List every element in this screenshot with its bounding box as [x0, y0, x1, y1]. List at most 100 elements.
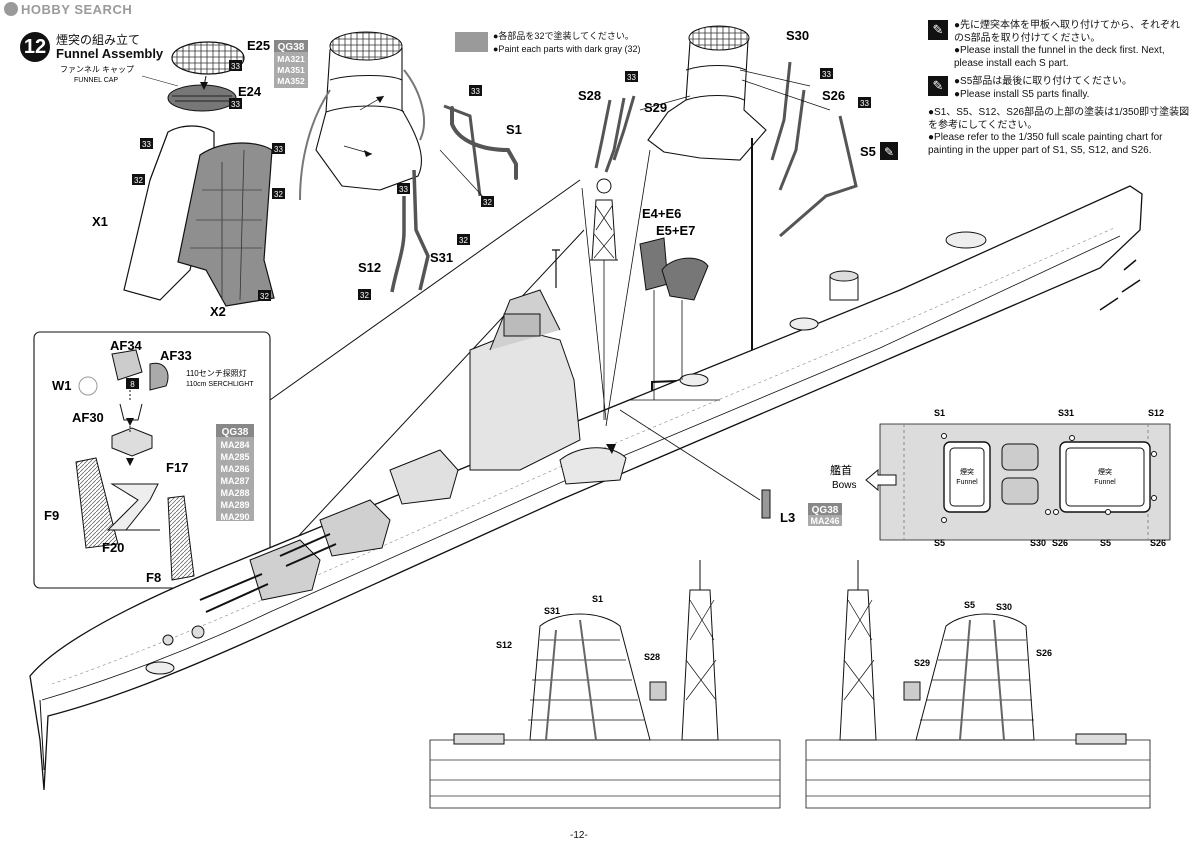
code: MA288: [220, 488, 249, 498]
funnel-pipes-view-left: [299, 31, 518, 293]
part-label-af30: AF30: [72, 410, 104, 425]
funnel-cap-e25: [171, 41, 245, 75]
paint-code-boxes-left: 33 33 33 33 32 32 32: [132, 60, 285, 301]
pipe-labels-right: S30 S28 S29 S26 S5 ✎ 33 33 33: [578, 28, 898, 160]
searchlight-lens-w1: [78, 376, 98, 396]
plan-funnel-en-1: Funnel: [956, 479, 978, 486]
searchlight-af30: [119, 403, 143, 421]
paint-code: 33: [822, 70, 831, 79]
plate-e4-e6: [639, 237, 669, 291]
paint-code: 8: [130, 380, 135, 389]
note-3-jp: ●S1、S5、S12、S26部品の上部の塗装は1/350即寸塗装図を参考にしてく…: [928, 107, 1190, 131]
paint-brush-icon: ✎: [928, 20, 948, 40]
funnel-exploded-view: [123, 41, 275, 307]
code: MA286: [220, 464, 249, 474]
e25-code-stack: QG38 MA321 MA351 MA352: [274, 40, 308, 88]
paint-code: 33: [627, 73, 636, 82]
paint-code: 33: [142, 140, 151, 149]
paint-brush-icon: ✎: [928, 76, 948, 96]
pipe-s1: [450, 106, 518, 180]
paint-code: 33: [860, 99, 869, 108]
code: MA287: [220, 476, 249, 486]
part-label-x1: X1: [92, 214, 108, 229]
searchlight-af33: [149, 362, 169, 391]
step-title-jp: 煙突の組み立て: [56, 33, 141, 47]
platform-f17: [111, 427, 153, 457]
funnel-opening-forward: [943, 441, 991, 513]
note-1-en: ●Please install the funnel in the deck f…: [954, 45, 1165, 69]
searchlight-en: 110cm SERCHLIGHT: [186, 381, 254, 388]
tower-frame-f8: [167, 495, 195, 581]
pipe-labels-left: S1 S12 S31 33 32 33 32 32: [358, 85, 522, 300]
side-right-s26: S26: [1036, 648, 1052, 658]
plan-label-s1: S1: [934, 408, 945, 418]
code: MA321: [277, 54, 305, 64]
plate-e5-e7: [661, 257, 709, 301]
side-left-s12: S12: [496, 640, 512, 650]
paint-code: 33: [231, 100, 240, 109]
funnel-half-x2: [177, 142, 275, 307]
note-2: ✎ ●S5部品は最後に取り付けてください。 ●Please install S5…: [928, 76, 1190, 101]
side-left-s28: S28: [644, 652, 660, 662]
plan-funnel-en-2: Funnel: [1094, 479, 1116, 486]
code: MA289: [220, 500, 249, 510]
paint-code: 33: [471, 87, 480, 96]
side-right-s30: S30: [996, 602, 1012, 612]
note-1-jp: ●先に煙突本体を甲板へ取り付けてから、それぞれのS部品を取り付けてください。: [954, 20, 1181, 44]
pipe-s12: [390, 196, 406, 293]
part-label-af33: AF33: [160, 348, 192, 363]
side-left-s1: S1: [592, 594, 603, 604]
code: QG38: [222, 427, 249, 438]
paint-code: 32: [134, 176, 143, 185]
step-header: 12 煙突の組み立て Funnel Assembly: [20, 32, 163, 62]
part-label-w1: W1: [52, 378, 72, 393]
bows-arrow-icon: [865, 468, 897, 492]
side-left-s31: S31: [544, 606, 560, 616]
paint-code: 32: [360, 291, 369, 300]
pipe-s31: [412, 169, 430, 291]
code: MA352: [277, 76, 305, 86]
plan-label-s30: S30: [1030, 538, 1046, 548]
searchlight-inset: AF34 AF33 W1 AF30 F17 F9 F20 F8 110センチ探照…: [33, 179, 585, 589]
paint-code: 32: [483, 198, 492, 207]
paint-note: ●各部品を32で塗装してください。 ●Paint each parts with…: [455, 30, 641, 56]
page-number: -12-: [570, 830, 588, 841]
plan-label-s12: S12: [1148, 408, 1164, 418]
note-3: ●S1、S5、S12、S26部品の上部の塗装は1/350即寸塗装図を参考にしてく…: [928, 107, 1190, 157]
code: MA290: [220, 512, 249, 522]
bows-jp: 艦首: [830, 463, 852, 477]
part-label-e25: E25: [247, 38, 270, 53]
bows-en: Bows: [832, 480, 856, 491]
pipe-s29: [612, 95, 636, 161]
part-label-af34: AF34: [110, 338, 143, 353]
plan-label-s31: S31: [1058, 408, 1074, 418]
part-l3: [761, 489, 771, 519]
code: QG38: [278, 42, 305, 53]
note-2-jp: ●S5部品は最後に取り付けてください。: [954, 76, 1132, 87]
watermark-text: HOBBY SEARCH: [21, 2, 133, 17]
part-label-e4-e6: E4+E6: [642, 206, 681, 221]
funnel-cap-en: FUNNEL CAP: [74, 77, 118, 84]
funnel-cap-jp: ファンネル キャップ: [60, 65, 134, 74]
watermark-logo-icon: [4, 2, 18, 16]
plan-label-s5-b: S5: [1100, 538, 1111, 548]
paint-brush-icon: ✎: [884, 145, 894, 159]
plan-label-s5-a: S5: [934, 538, 945, 548]
funnel-cap-labels: E25 ファンネル キャップ FUNNEL CAP E24 X1 X2: [60, 38, 270, 319]
part-label-e24: E24: [238, 84, 262, 99]
part-label-s5: S5: [860, 144, 876, 159]
center-part-labels: E4+E6 E5+E7 L3 QG38 MA246: [642, 206, 842, 526]
step-title: 煙突の組み立て Funnel Assembly: [56, 33, 163, 61]
side-view-right: S5 S30 S26 S29: [805, 560, 1151, 809]
part-label-f20: F20: [102, 540, 124, 555]
side-right-s29: S29: [914, 658, 930, 668]
tower-frame-f9: [75, 457, 119, 549]
searchlight-af34: [111, 349, 143, 381]
gun-turret-3: [389, 449, 459, 505]
side-right-s5: S5: [964, 600, 975, 610]
gun-turret-2: [319, 499, 391, 557]
part-label-x2: X2: [210, 304, 226, 319]
part-label-f8: F8: [146, 570, 161, 585]
paint-code: 33: [274, 145, 283, 154]
